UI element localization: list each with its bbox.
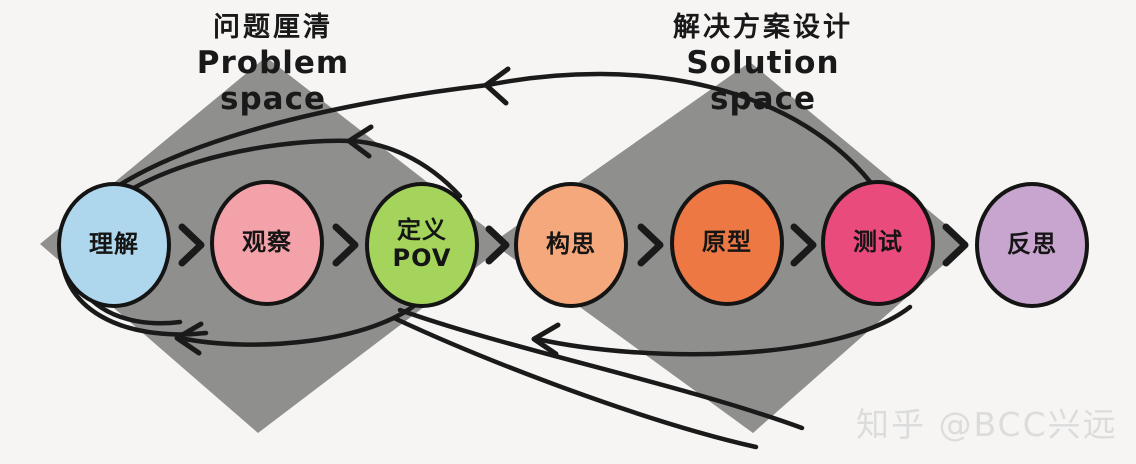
- stage-label: 定义: [397, 216, 447, 245]
- arrowhead-test-to-define: [531, 322, 561, 357]
- stage-label: 观察: [242, 228, 292, 257]
- chevron-icon-3: [485, 225, 510, 265]
- problem-space-title-en: Problem space: [196, 45, 350, 117]
- chevron-icon-1: [178, 223, 205, 267]
- solution-space-title: 解决方案设计 Solution space: [628, 14, 898, 117]
- solution-space-title-en: Solution space: [686, 45, 840, 117]
- solution-space-title-zh: 解决方案设计: [673, 12, 853, 43]
- loop-arrow-bottom-left: [177, 298, 423, 347]
- chevron-icon-5: [790, 223, 817, 267]
- loop-arrow-test-to-understand: [485, 71, 881, 195]
- stage-label: 原型: [702, 228, 752, 257]
- stage-label: 测试: [853, 228, 903, 257]
- stage-label: 反思: [1007, 230, 1057, 259]
- stage-circle-define-pov: 定义 POV: [365, 182, 479, 308]
- stage-label-line2: POV: [392, 244, 452, 272]
- loop-arrow-test-to-define: [534, 304, 913, 357]
- chevron-icon-2: [332, 223, 359, 267]
- stage-circle-ideate: 构思: [514, 182, 628, 308]
- loop-arrow-define-to-understand: [349, 138, 463, 199]
- stage-label: 理解: [89, 230, 139, 259]
- arrowhead-bottom-left: [174, 321, 204, 356]
- problem-space-title: 问题厘清 Problem space: [138, 14, 408, 117]
- chevron-icon-6: [942, 223, 969, 267]
- problem-space-title-zh: 问题厘清: [213, 12, 333, 43]
- stage-label: 构思: [546, 230, 596, 259]
- stage-circle-observe: 观察: [210, 180, 324, 306]
- stage-circle-prototype: 原型: [670, 180, 784, 306]
- stage-circle-understand: 理解: [57, 182, 171, 308]
- bottom-sweep-curve-1: [397, 307, 805, 431]
- stage-circle-reflect: 反思: [975, 182, 1089, 308]
- watermark: 知乎 @BCC兴远: [856, 405, 1118, 444]
- bottom-sweep-curve-2: [391, 315, 759, 450]
- stage-circle-test: 测试: [821, 180, 935, 306]
- chevron-icon-4: [637, 223, 664, 267]
